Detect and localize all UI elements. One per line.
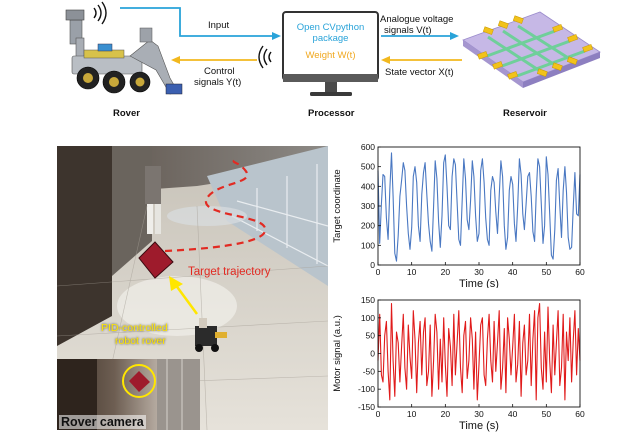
rover-camera-view	[57, 359, 200, 430]
rover-camera-inset: Rover camera	[57, 359, 200, 430]
processor-screen-line1: Open CVpython	[296, 22, 365, 33]
label-analogue-line2: signals V(t)	[384, 25, 432, 36]
y-axis-label: Motor signal (a.u.)	[332, 315, 343, 392]
x-tick-label: 60	[575, 409, 585, 419]
y-tick-label: 0	[370, 349, 375, 359]
arrow-control-signals	[171, 56, 257, 64]
arrow-analogue-voltage	[381, 32, 459, 40]
system-diagram	[65, 1, 601, 96]
pid-label-line1: PID-controlled	[101, 322, 168, 334]
y-tick-label: -50	[363, 366, 376, 376]
x-tick-label: 50	[542, 267, 552, 277]
hallway-photo: Target trajectory PID-controlled robot r…	[57, 146, 328, 430]
robot-rover-photo	[195, 318, 227, 352]
x-tick-label: 30	[474, 267, 484, 277]
y-tick-label: 100	[361, 313, 375, 323]
arrow-state-vector	[381, 56, 462, 64]
rover-illustration	[65, 9, 183, 95]
x-axis-label: Time (s)	[459, 278, 499, 288]
y-tick-label: -100	[358, 384, 375, 394]
processor-screen-line2: package	[312, 33, 349, 44]
series-line	[377, 303, 581, 401]
x-tick-label: 20	[441, 409, 451, 419]
y-tick-label: 500	[361, 162, 375, 172]
target-trajectory-path	[164, 157, 267, 253]
wireless-icon-processor	[258, 45, 272, 69]
label-input: Input	[208, 20, 230, 31]
y-tick-label: 400	[361, 181, 375, 191]
y-tick-label: 100	[361, 240, 375, 250]
x-tick-label: 50	[542, 409, 552, 419]
pid-arrow	[169, 276, 199, 315]
y-axis-label: Target coordinate	[332, 169, 343, 242]
y-tick-label: 600	[361, 142, 375, 152]
label-control-line1: Control	[204, 66, 235, 77]
label-state-vector: State vector X(t)	[385, 67, 454, 78]
y-tick-label: 150	[361, 295, 375, 305]
x-tick-label: 0	[376, 409, 381, 419]
x-axis-label: Time (s)	[459, 420, 499, 432]
x-tick-label: 10	[407, 409, 417, 419]
camera-detection-circle	[122, 364, 156, 398]
target-marker	[138, 241, 174, 279]
y-tick-label: 50	[366, 331, 376, 341]
pid-label-line2: robot rover	[115, 335, 166, 347]
reservoir-label: Reservoir	[503, 108, 547, 119]
x-tick-label: 40	[508, 267, 518, 277]
label-control-line2: signals Y(t)	[194, 77, 242, 88]
x-tick-label: 20	[441, 267, 451, 277]
x-tick-label: 30	[474, 409, 484, 419]
x-tick-label: 60	[575, 267, 585, 277]
rover-camera-label: Rover camera	[59, 415, 146, 429]
target-trajectory-label: Target trajectory	[188, 266, 271, 278]
rover-label: Rover	[113, 108, 140, 119]
x-tick-label: 10	[407, 267, 417, 277]
processor-monitor	[282, 11, 379, 96]
label-analogue-line1: Analogue voltage	[380, 14, 454, 25]
arrow-input	[120, 7, 281, 40]
y-tick-label: -150	[358, 402, 375, 412]
wireless-icon-rover	[93, 1, 107, 25]
x-tick-label: 40	[508, 409, 518, 419]
reservoir-chip	[462, 11, 601, 88]
x-tick-label: 0	[376, 267, 381, 277]
processor-weight: Weight W(t)	[305, 50, 356, 61]
y-tick-label: 0	[370, 260, 375, 270]
y-tick-label: 300	[361, 201, 375, 211]
series-line	[377, 152, 581, 262]
processor-label: Processor	[308, 108, 355, 119]
y-tick-label: 200	[361, 221, 375, 231]
